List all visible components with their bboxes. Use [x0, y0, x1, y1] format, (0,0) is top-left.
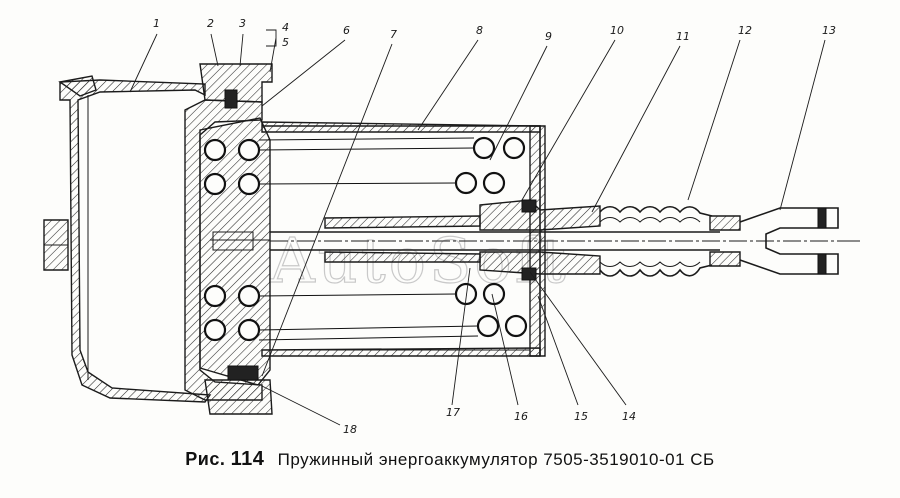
callout-1: 1 — [153, 17, 160, 30]
callout-18: 18 — [343, 423, 357, 436]
callout-9: 9 — [545, 30, 552, 43]
callout-17: 17 — [446, 406, 460, 419]
clevis-fork — [709, 207, 860, 275]
callout-14: 14 — [622, 410, 636, 423]
callout-8: 8 — [476, 24, 483, 37]
callout-2: 2 — [207, 17, 214, 30]
callout-5: 5 — [282, 36, 289, 49]
callout-12: 12 — [738, 24, 752, 37]
callout-6: 6 — [343, 24, 350, 37]
callout-3: 3 — [239, 17, 246, 30]
callout-4: 4 — [282, 21, 289, 34]
callout-11: 11 — [676, 30, 690, 43]
push-rod-assembly — [270, 199, 860, 281]
callout-13: 13 — [822, 24, 836, 37]
figure-title: Пружинный энергоаккумулятор 7505-3519010… — [277, 450, 715, 469]
callout-labels: 1 2 3 4 5 6 7 8 9 10 11 12 13 14 15 16 1… — [153, 17, 836, 436]
rubber-boot — [599, 205, 713, 277]
figure-prefix: Рис. — [185, 449, 226, 469]
piston-flange — [184, 63, 273, 415]
figure-number: 114 — [230, 448, 265, 470]
power-spring-coils — [203, 136, 528, 342]
callout-15: 15 — [574, 410, 588, 423]
callout-7: 7 — [390, 28, 397, 41]
callout-16: 16 — [514, 410, 528, 423]
callout-10: 10 — [610, 24, 624, 37]
spring-cylinder — [261, 121, 546, 357]
leader-lines — [129, 29, 826, 426]
figure-caption: Рис. 114 Пружинный энергоаккумулятор 750… — [0, 448, 900, 471]
